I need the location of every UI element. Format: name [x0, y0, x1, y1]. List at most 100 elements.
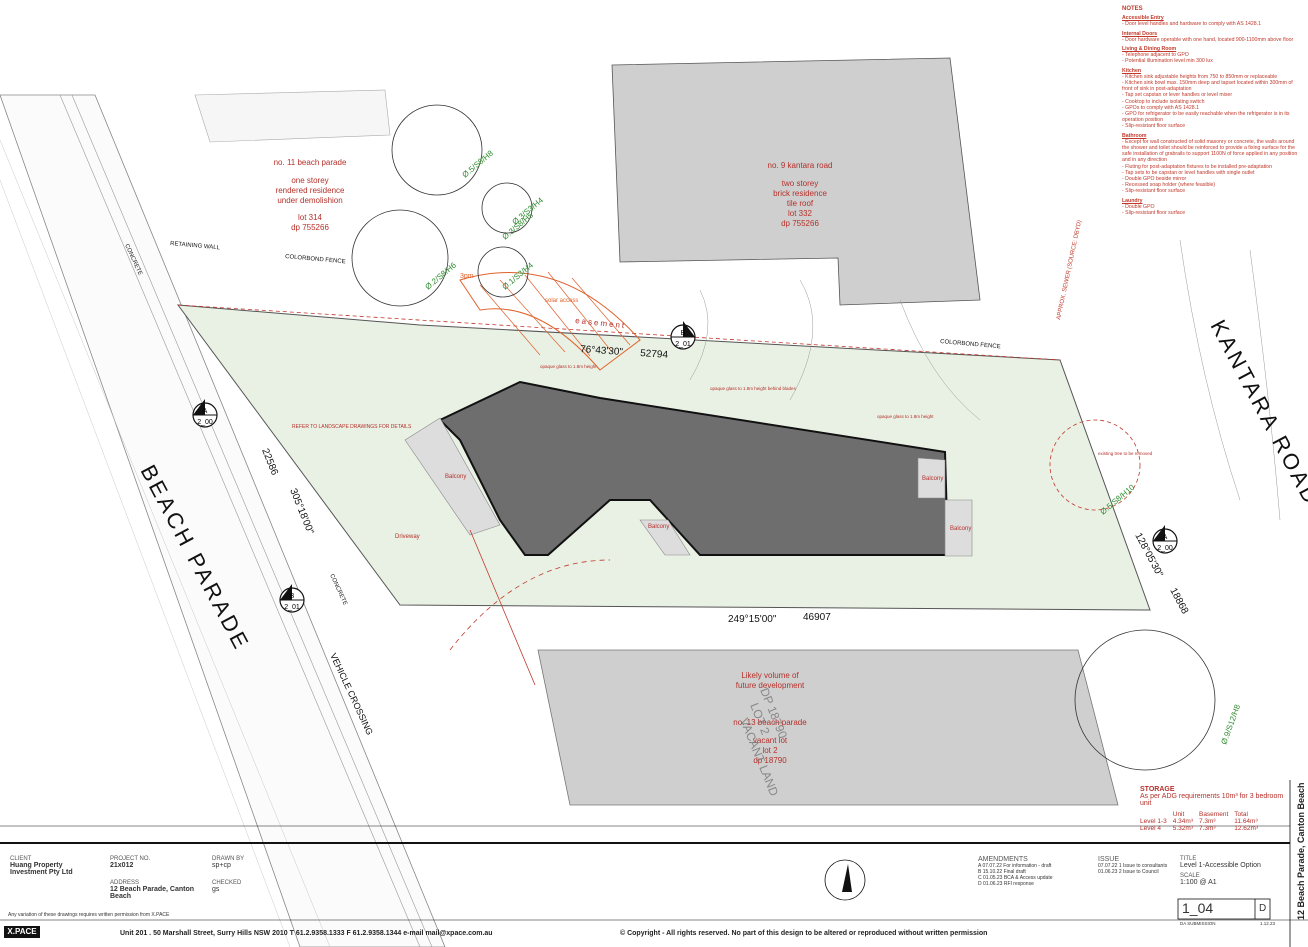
notes-group-heading: Living & Dining Room: [1122, 46, 1177, 53]
landscape-note: REFER TO LANDSCAPE DRAWINGS FOR DETAILS: [292, 424, 412, 430]
beach-parade-road: [0, 94, 446, 947]
notes-line: - Door level handles and hardware to com…: [1122, 21, 1261, 28]
notes-line: - Cooktop to include isolating switch: [1122, 98, 1205, 105]
notes-panel: NOTES Accessible Entry- Door level handl…: [1122, 6, 1302, 216]
client-name: Huang Property Investment Pty Ltd: [10, 862, 73, 876]
section-marker-2[interactable]: B 2_01: [670, 321, 696, 350]
project-number: 21x012: [110, 862, 134, 869]
revision-letter: D: [1259, 903, 1267, 914]
notes-line: - Tap set capstan or lever handles or le…: [1122, 92, 1233, 99]
balcony-label-4: Balcony: [648, 524, 669, 530]
no11-line-2: one storey: [291, 176, 328, 185]
notes-line: - GPOs to comply with AS 1428.1: [1122, 104, 1199, 111]
notes-line: - Slip-resistant floor surface: [1122, 123, 1186, 130]
svg-text:2_00: 2_00: [1157, 545, 1173, 552]
section-marker-4[interactable]: B 2_01: [279, 584, 305, 613]
street-label-kantara-road: KANTARA ROAD: [1206, 316, 1308, 510]
opaque-glass-note-1: opaque glass to 1.8m height: [540, 364, 597, 369]
vertical-title: 12 Beach Parade, Canton Beach: [1296, 782, 1306, 920]
tree-1-label: Ø.5/S8/H8: [461, 148, 496, 179]
section-marker-1[interactable]: A 2_00: [192, 399, 218, 428]
no13-line-3: no. 13 beach parade: [733, 718, 807, 727]
issue-row: 07.07.22 1 Issue to consultants: [1098, 863, 1168, 869]
no9-line-3: brick residence: [773, 189, 827, 198]
storage-subtitle: As per ADG requirements 10m³ for 3 bedro…: [1140, 793, 1284, 807]
retaining-wall-label: RETAINING WALL: [170, 241, 221, 251]
no11-line-3: rendered residence: [276, 186, 345, 195]
notes-line: - Slip-resistant floor surface: [1122, 188, 1186, 195]
footer: X.PACE Unit 201 . 50 Marshall Street, Su…: [0, 924, 1308, 947]
footer-copyright: © Copyright - All rights reserved. No pa…: [620, 930, 988, 937]
client-block: CLIENT Huang Property Investment Pty Ltd: [10, 856, 73, 876]
existing-tree-note: existing tree to be removed: [1098, 451, 1153, 456]
tree-6-icon: [1049, 419, 1141, 511]
title-block: TITLE Level 1-Accessible Option SCALE 1:…: [1180, 856, 1288, 886]
sewer-label: APPROX. SEWER (SOURCE: DBYD): [1056, 220, 1083, 321]
no9-line-5: lot 332: [788, 209, 813, 218]
notes-line: - Recessed soap holder (where feasible): [1122, 182, 1216, 189]
distance-north-label: 52794: [640, 348, 669, 361]
no9-line-4: tile roof: [787, 199, 814, 208]
north-arrow-icon: [824, 859, 866, 901]
drawing-scale: 1:100 @ A1: [1180, 879, 1217, 886]
notes-line: - Double GPO beside mirror: [1122, 176, 1187, 183]
notes-group-heading: Laundry: [1122, 197, 1143, 204]
notes-group-heading: Internal Doors: [1122, 30, 1158, 37]
colorbond-fence-label-2: COLORBOND FENCE: [940, 339, 1001, 350]
tree-5-icon: [1074, 629, 1216, 771]
svg-text:2_01: 2_01: [284, 604, 300, 611]
issue-row: 01.06.23 2 Issue to Council: [1098, 869, 1159, 875]
amendment-row: B 15.10.22 Final draft: [978, 869, 1026, 875]
notes-group-heading: Accessible Entry: [1122, 15, 1164, 22]
section-marker-3[interactable]: A 2_00: [1152, 525, 1178, 554]
notes-line: - Telephone adjacent to GPO: [1122, 52, 1189, 59]
notes-line: - Kitchen sink adjustable heights from 7…: [1122, 73, 1278, 80]
project-block: PROJECT NO. 21x012: [110, 856, 151, 869]
notes-line: - Fluting for post-adaptation fixtures t…: [1122, 163, 1272, 170]
svg-text:A: A: [203, 408, 208, 415]
svg-text:B: B: [681, 330, 686, 337]
no13-line-6: dp 18790: [753, 756, 787, 765]
drawing-number: 1_04: [1182, 900, 1214, 916]
opaque-glass-note-3: opaque glass to 1.8m height: [877, 414, 934, 419]
concrete-label-2: CONCRETE: [328, 573, 348, 606]
distance-east-label: 18868: [1167, 586, 1190, 616]
storage-title: STORAGE: [1140, 786, 1175, 793]
address-block: ADDRESS 12 Beach Parade, Canton Beach: [110, 880, 195, 900]
opaque-glass-note-2: opaque glass to 1.8m height behind blade…: [710, 386, 797, 391]
balcony-south: [639, 519, 691, 556]
solar-access-label: solar access: [545, 298, 578, 304]
permission-note: Any variation of these drawings requires…: [8, 912, 170, 918]
bearing-west-label: 305°18'00": [287, 487, 315, 536]
tree-5-label: Ø.1/S3/H4: [501, 260, 536, 291]
drawing-title: Level 1-Accessible Option: [1180, 862, 1261, 869]
amendment-row: A 07.07.22 For information - draft: [978, 863, 1052, 869]
balcony-label-2: Balcony: [922, 476, 943, 482]
driveway-label: Driveway: [395, 534, 420, 540]
no13-line-5: lot 2: [762, 746, 778, 755]
checked-block: CHECKED gs: [212, 880, 302, 893]
footer-address: Unit 201 . 50 Marshall Street, Surry Hil…: [120, 930, 493, 937]
colorbond-fence-label-1: COLORBOND FENCE: [285, 254, 346, 265]
neighbour-building-no9: [611, 57, 981, 306]
notes-groups: Accessible Entry- Door level handles and…: [1122, 15, 1302, 216]
tree-2-icon: [481, 182, 533, 234]
notes-line: - Door hardware operable with one hand, …: [1122, 36, 1294, 43]
notes-group-heading: Bathroom: [1122, 132, 1147, 139]
notes-line: - GPO for refrigerator to be easily reac…: [1122, 111, 1290, 124]
notes-title: NOTES: [1122, 6, 1143, 12]
neighbour-building-no13: [537, 649, 1119, 806]
balcony-label-1: Balcony: [445, 474, 466, 480]
amendments-block: AMENDMENTS A 07.07.22 For information - …: [978, 856, 1088, 887]
amendment-row: D 01.06.23 RFI response: [978, 881, 1034, 887]
balcony-east-2: [944, 499, 973, 557]
notes-line: - Tap sets to be capstan or level handle…: [1122, 169, 1255, 176]
tree-7-label: Ø.9/S12/H8: [1219, 703, 1242, 746]
no9-line-1: no. 9 kantara road: [768, 161, 833, 170]
no13-line-4: vacant lot: [753, 736, 788, 745]
status-label: DA SUBMISSION: [1180, 921, 1216, 926]
